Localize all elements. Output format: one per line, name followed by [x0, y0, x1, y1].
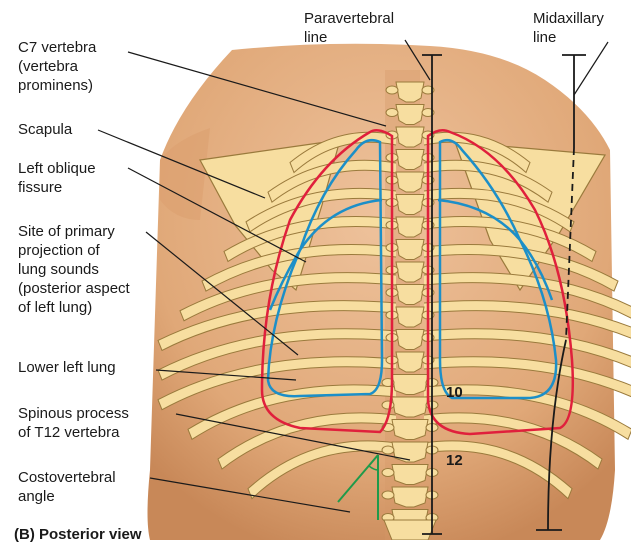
transverse-process — [382, 469, 394, 477]
vertebra — [396, 150, 424, 170]
vertebra — [396, 307, 424, 327]
vertebra — [392, 442, 428, 462]
figure-caption: (B) Posterior view — [14, 526, 142, 543]
vertebra — [396, 127, 424, 147]
vertebra — [396, 240, 424, 260]
label-scapula: Scapula — [18, 120, 72, 139]
transverse-process — [382, 491, 394, 499]
sacrum — [384, 520, 436, 540]
vertebra — [396, 330, 424, 350]
label-primary-projection-lung-sounds: Site of primary projection of lung sound… — [18, 222, 130, 317]
vertebra — [396, 105, 424, 125]
label-midaxillary-line: Midaxillary line — [533, 9, 604, 47]
vertebra — [396, 172, 424, 192]
vertebra — [396, 82, 424, 102]
label-lower-left-lung: Lower left lung — [18, 358, 116, 377]
transverse-process — [386, 86, 398, 94]
vertebra — [392, 465, 428, 485]
label-spinous-process-t12: Spinous process of T12 vertebra — [18, 404, 129, 442]
vertebra — [396, 352, 424, 372]
vertebra — [396, 217, 424, 237]
vertebra — [392, 487, 428, 507]
vertebra — [392, 397, 428, 417]
transverse-process — [386, 109, 398, 117]
transverse-process — [382, 446, 394, 454]
vertebra — [396, 262, 424, 282]
rib-number-12: 12 — [446, 452, 463, 469]
label-paravertebral-line: Paravertebral line — [304, 9, 394, 47]
transverse-process — [382, 401, 394, 409]
label-left-oblique-fissure: Left oblique fissure — [18, 159, 96, 197]
vertebra — [392, 420, 428, 440]
vertebra — [396, 285, 424, 305]
label-costovertebral-angle: Costovertebral angle — [18, 468, 116, 506]
rib-number-10: 10 — [446, 384, 463, 401]
vertebra — [392, 375, 428, 395]
label-c7-vertebra: C7 vertebra (vertebra prominens) — [18, 38, 96, 95]
vertebra — [396, 195, 424, 215]
